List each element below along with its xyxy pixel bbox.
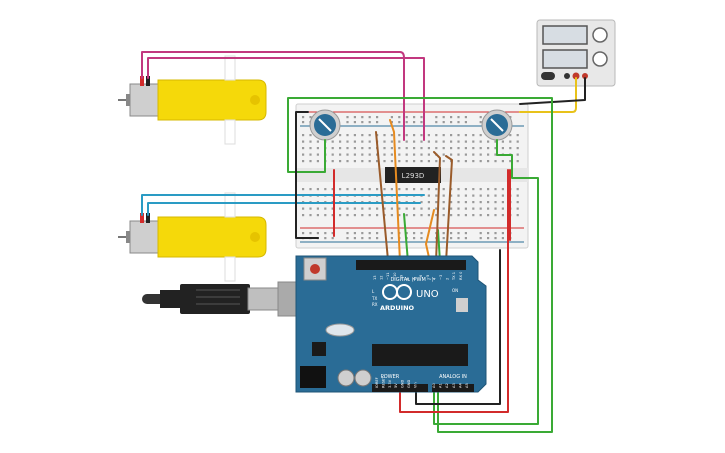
wire-red-5v [399,169,509,413]
pin-label: ~11 [386,272,390,280]
pin-label: A0 [432,383,436,388]
pin-label: 4 [432,277,436,280]
potentiometer-icon [481,109,513,141]
chip-label: L293D [402,172,425,180]
pin-label: 12 [380,275,384,280]
pin-label: 5V [394,383,398,388]
power-supply-icon[interactable] [536,19,616,87]
tx-label: TX [371,296,377,301]
wires [141,51,586,433]
pin-label: ~10 [393,272,397,280]
pin-label: ~9 [399,274,403,280]
potentiometer-icon [309,109,341,141]
usb-cable-icon [142,281,305,317]
pin-label: 13 [373,275,377,280]
digital-header: DIGITAL (PWM ~) [390,277,433,283]
motor-1[interactable] [118,55,267,145]
pin-label: A1 [439,383,443,388]
potentiometer-left[interactable] [309,109,341,141]
pin-label: 7 [413,278,417,280]
motor-2[interactable] [118,192,267,282]
wire-green-left [287,97,553,433]
pin-label: ~5 [426,275,430,280]
pin-label: 3.3V [388,379,392,388]
pin-label: 2 [446,278,450,280]
motor-icon [118,192,267,282]
pin-label: RX 0 [459,271,463,280]
pin-label: TX 1 [452,272,456,281]
wire-supply-black [519,77,586,105]
wire-supply-red [519,77,577,113]
pin-label: GND [401,380,405,388]
pin-label: A2 [445,383,449,388]
wire-motor2-a [141,194,425,216]
pin-label: ~3 [439,275,443,280]
ic-chip-icon: L293D [385,167,441,183]
analog-header: ANALOG IN [439,374,467,380]
pin-label: IOREF [375,377,379,388]
l-label: L [372,289,375,294]
potentiometer-right[interactable] [481,109,513,141]
pin-label: Vin [413,382,417,388]
wire-black-left [295,111,319,239]
pin-label: A3 [452,383,456,388]
wire-green-sig [403,213,409,263]
pin-label: 8 [406,277,410,280]
wire-motor2-b [147,202,421,216]
wire-brown-3 [433,151,441,263]
pin-label: ~6 [419,274,423,280]
brand-label: ARDUINO [380,304,415,312]
rx-label: RX [372,302,378,307]
model-label: UNO [416,289,439,300]
pin-label: GND [407,380,411,388]
pin-label: A4 [458,383,462,388]
wire-green-right [433,139,539,425]
motor-icon [118,55,267,145]
wire-brown-1 [375,131,389,261]
arduino-logo [382,284,412,300]
arduino-board[interactable]: ARDUINO UNO DIGITAL (PWM ~) POWER ANALOG… [295,255,487,393]
power-header: POWER [381,374,400,380]
on-label: ON [452,288,458,293]
driver-chip[interactable]: L293D [385,167,441,183]
pin-label: RESET [381,376,385,388]
wire-orange-1 [389,119,401,263]
wire-brown-2 [445,155,453,263]
wire-black-gnd [415,249,501,405]
pin-label: A5 [465,383,469,388]
